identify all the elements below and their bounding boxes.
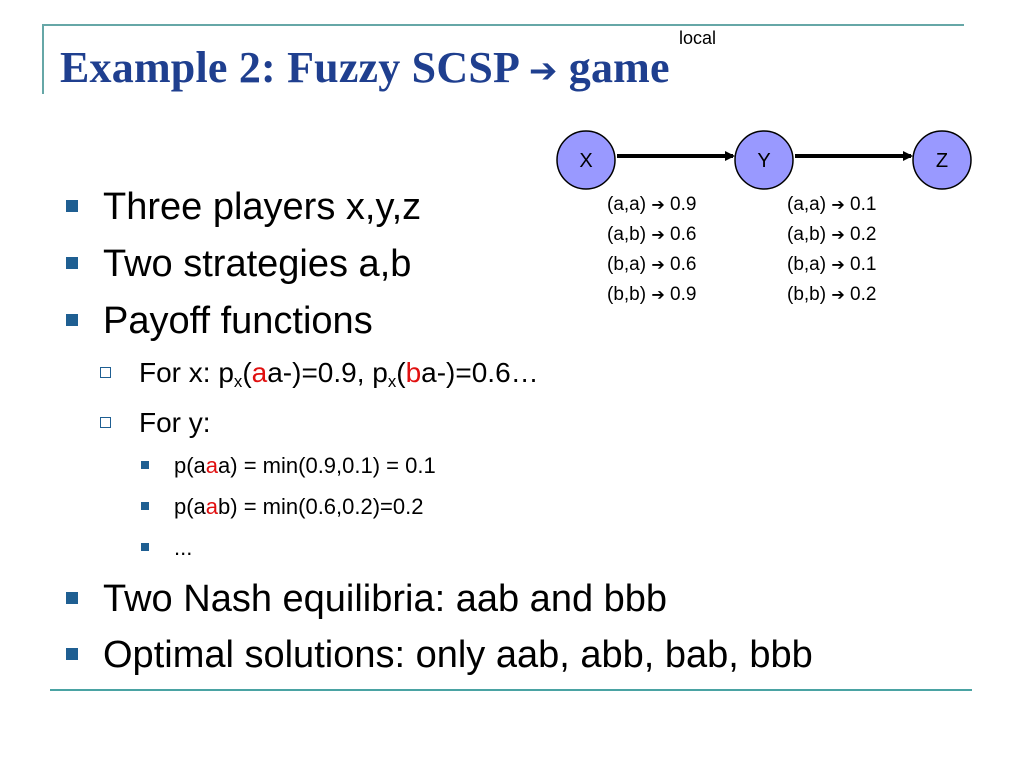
payoff-table-xy: (a,a) ➔ 0.9 (a,b) ➔ 0.6 (b,a) ➔ 0.6 (b,b… xyxy=(607,190,696,310)
square-bullet-icon xyxy=(66,648,78,660)
right-arrow-icon: ➔ xyxy=(651,225,665,244)
square-bullet-icon xyxy=(66,257,78,269)
frame-left-line xyxy=(42,24,44,94)
payoff-row: (b,a) ➔ 0.1 xyxy=(787,254,877,275)
payoff-row: (a,a) ➔ 0.1 xyxy=(787,194,877,215)
node-z xyxy=(912,130,972,190)
node-z-label: Z xyxy=(936,150,948,172)
local-label: local xyxy=(679,28,717,48)
payoff-row: (a,b) ➔ 0.2 xyxy=(787,224,877,245)
right-arrow-icon: ➔ xyxy=(528,51,558,91)
right-arrow-icon: ➔ xyxy=(831,195,845,214)
payoff-row: (a,a) ➔ 0.9 xyxy=(607,194,697,215)
small-square-bullet-icon xyxy=(141,461,149,469)
square-bullet-icon xyxy=(66,592,78,604)
node-y xyxy=(734,130,794,190)
small-square-bullet-icon xyxy=(141,502,149,510)
right-arrow-icon: ➔ xyxy=(651,195,665,214)
node-x xyxy=(556,130,616,190)
right-arrow-icon: ➔ xyxy=(831,255,845,274)
node-y-label: Y xyxy=(757,150,770,172)
right-arrow-icon: ➔ xyxy=(831,285,845,304)
square-bullet-icon xyxy=(66,200,78,212)
title-text-pre: Example 2: Fuzzy SCSP xyxy=(60,43,518,92)
payoff-row: (a,b) ➔ 0.6 xyxy=(607,224,697,245)
payoff-table-yz: (a,a) ➔ 0.1 (a,b) ➔ 0.2 (b,a) ➔ 0.1 (b,b… xyxy=(787,190,876,310)
frame-bottom-line xyxy=(50,689,972,691)
hollow-square-bullet-icon xyxy=(100,417,111,428)
slide-title: Example 2: Fuzzy SCSP ➔ game xyxy=(60,42,670,93)
payoff-row: (b,b) ➔ 0.9 xyxy=(607,284,697,305)
payoff-row: (b,a) ➔ 0.6 xyxy=(607,254,697,275)
right-arrow-icon: ➔ xyxy=(831,225,845,244)
node-x-label: X xyxy=(579,150,592,172)
right-arrow-icon: ➔ xyxy=(651,255,665,274)
payoff-row: (b,b) ➔ 0.2 xyxy=(787,284,877,305)
title-text-post: game xyxy=(568,43,670,92)
right-arrow-icon: ➔ xyxy=(651,285,665,304)
square-bullet-icon xyxy=(66,314,78,326)
hollow-square-bullet-icon xyxy=(100,367,111,378)
small-square-bullet-icon xyxy=(141,543,149,551)
frame-top-line xyxy=(42,24,964,26)
